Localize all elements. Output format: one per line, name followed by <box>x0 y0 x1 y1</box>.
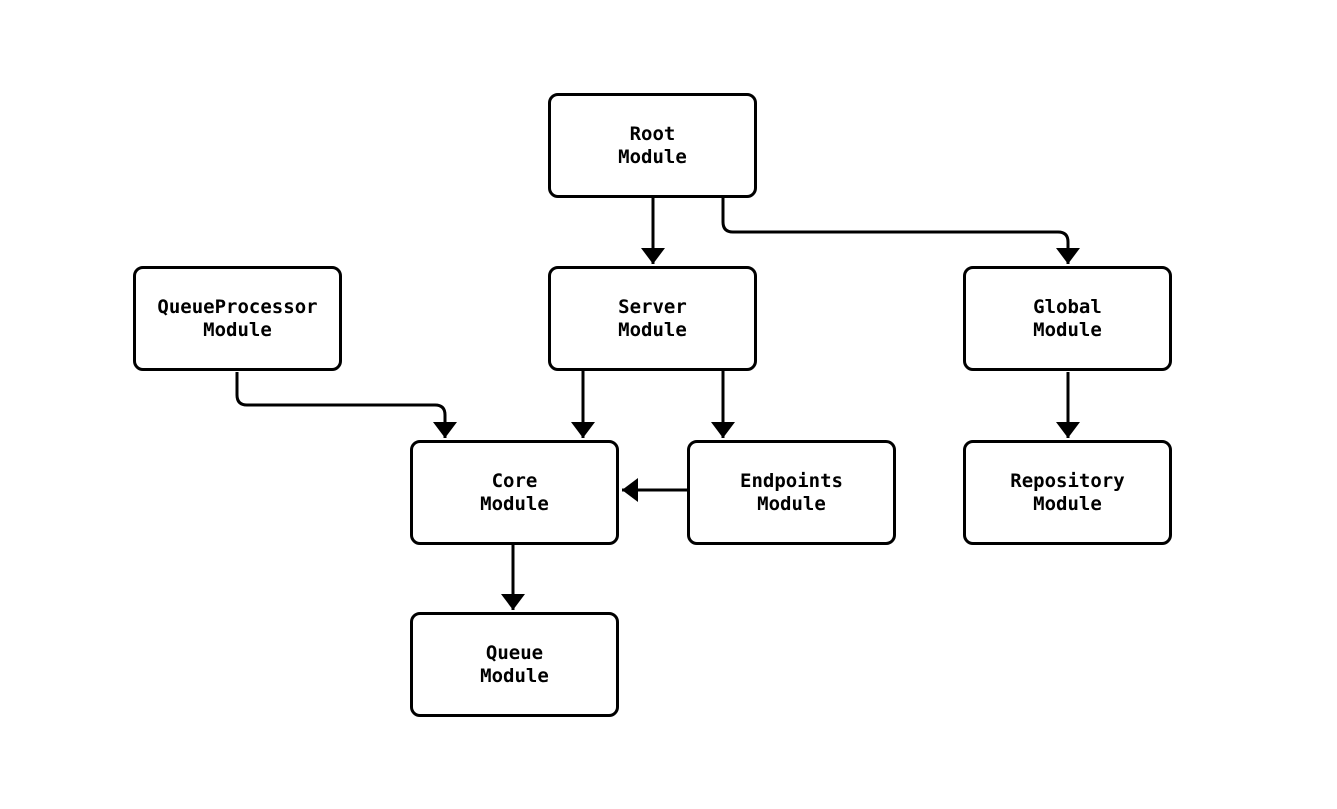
node-label-line1: Core <box>491 469 538 492</box>
node-label-line1: Endpoints <box>740 469 843 492</box>
node-label-line2: Module <box>203 318 272 341</box>
node-label-line2: Module <box>618 318 687 341</box>
edge-root-to-global <box>721 198 1080 264</box>
node-core-module: Core Module <box>410 440 619 545</box>
edge-queueprocessor-to-core <box>235 372 457 438</box>
node-label-line1: Repository <box>1010 469 1125 492</box>
node-label-line1: Root <box>629 122 676 145</box>
node-root-module: Root Module <box>548 93 757 198</box>
node-server-module: Server Module <box>548 266 757 371</box>
node-label-line2: Module <box>480 492 549 515</box>
node-label-line2: Module <box>618 145 687 168</box>
node-queue-module: Queue Module <box>410 612 619 717</box>
node-endpoints-module: Endpoints Module <box>687 440 896 545</box>
node-label-line1: Server <box>618 295 687 318</box>
node-label-line1: Global <box>1033 295 1102 318</box>
node-repository-module: Repository Module <box>963 440 1172 545</box>
node-label-line2: Module <box>1033 318 1102 341</box>
node-label-line2: Module <box>480 664 549 687</box>
node-queueprocessor-module: QueueProcessor Module <box>133 266 342 371</box>
node-label-line1: Queue <box>485 641 544 664</box>
node-label-line1: QueueProcessor <box>157 295 318 318</box>
node-label-line2: Module <box>1033 492 1102 515</box>
node-label-line2: Module <box>757 492 826 515</box>
node-global-module: Global Module <box>963 266 1172 371</box>
